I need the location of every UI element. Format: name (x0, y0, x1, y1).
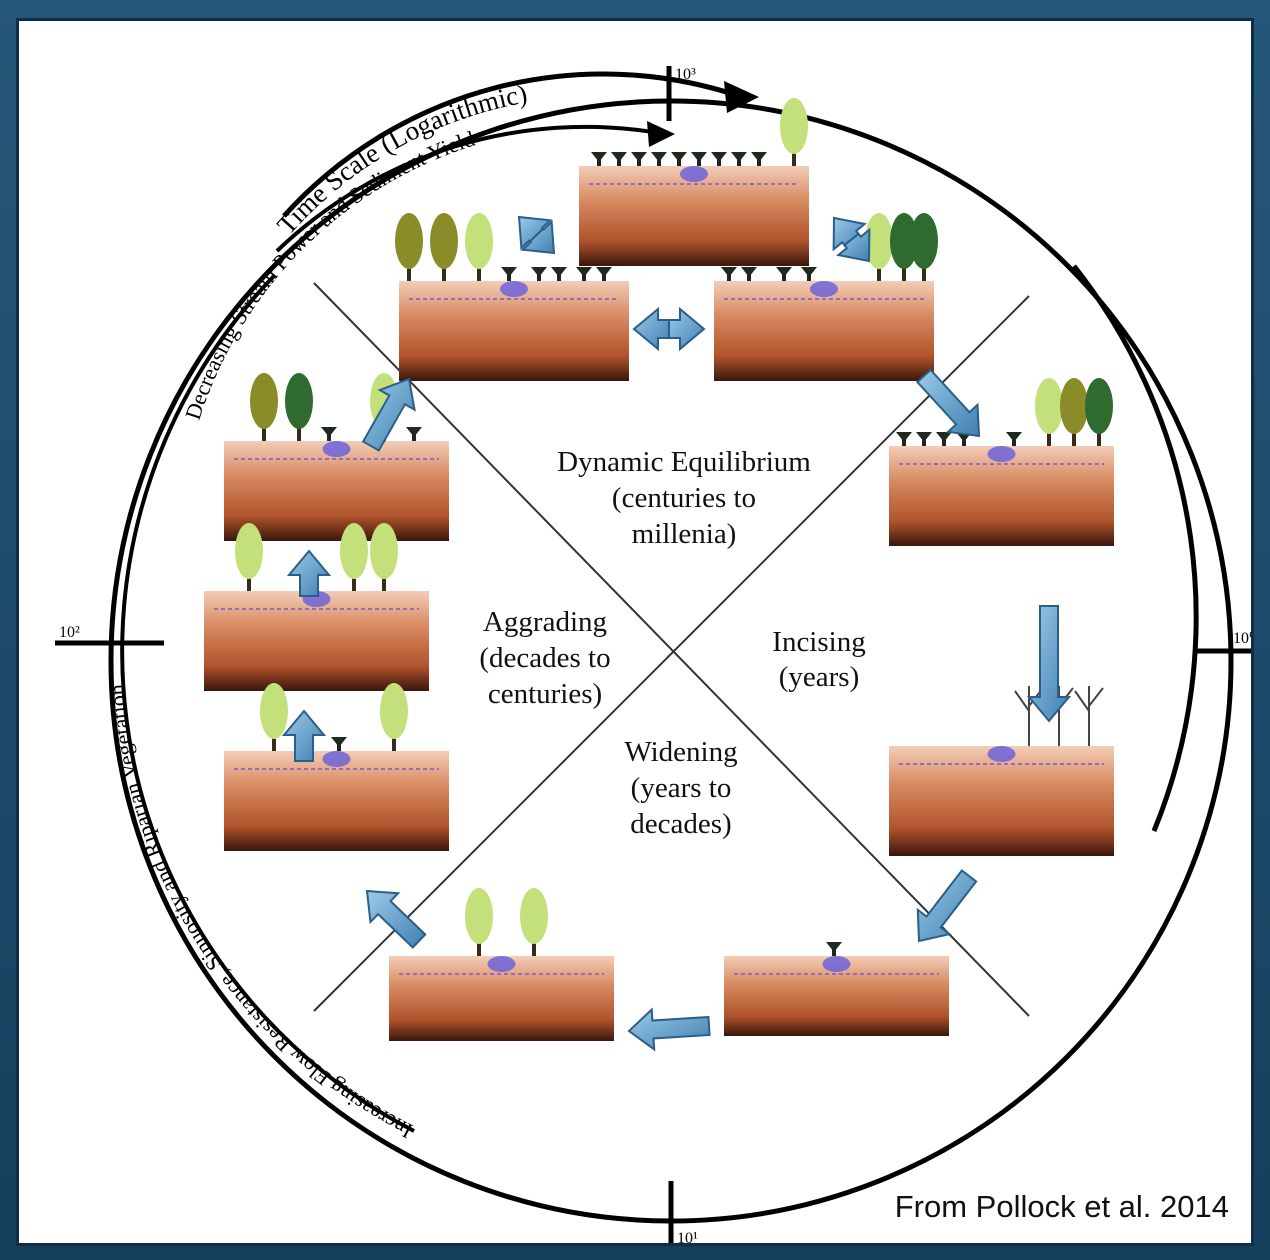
channel-evolution-diagram: 10³ 10² 10⁰ 10¹ Time Scale (Logarithmic)… (55, 66, 1254, 1246)
panel-bottom-right (724, 942, 949, 1036)
right-outer-arc (1072, 264, 1199, 832)
stage-dynamic-equilibrium-1: Dynamic Equilibrium (557, 446, 811, 478)
panel-left-1 (224, 373, 449, 541)
time-scale-arrowhead (724, 81, 759, 113)
source-credit: From Pollock et al. 2014 (894, 1189, 1229, 1224)
arrow-right-down (1026, 605, 1072, 723)
panel-left-3 (224, 683, 449, 851)
tick-label-right: 10⁰ (1233, 630, 1254, 647)
stage-aggrading-3: centuries) (488, 678, 602, 710)
arrow-top-left-double-b (517, 215, 553, 251)
stage-aggrading-2: (decades to (479, 642, 610, 674)
stage-incising-1: Incising (772, 626, 865, 658)
quadrant-line-1 (313, 282, 1030, 1017)
arrow-top-horizontal-b (668, 306, 706, 352)
time-scale-arc (282, 71, 740, 218)
diagram-panel: 10³ 10² 10⁰ 10¹ Time Scale (Logarithmic)… (16, 18, 1254, 1246)
panel-right-2 (889, 686, 1114, 856)
panel-top-left (395, 213, 629, 381)
stage-widening-2: (years to (631, 772, 732, 804)
arrow-top-horizontal-a (632, 306, 670, 352)
stage-widening-1: Widening (624, 736, 737, 768)
stream-power-arrowhead (647, 121, 675, 147)
arrow-to-right-1 (915, 368, 981, 438)
stream-power-arc (275, 124, 660, 253)
left-inner-arc (120, 274, 415, 1133)
panel-bottom-left (389, 888, 614, 1041)
stage-widening-3: decades) (630, 808, 731, 840)
arrow-to-bottom-right (916, 869, 978, 943)
arrow-top-right-double-b (836, 227, 871, 263)
arrow-to-left-3 (365, 889, 427, 949)
arrow-left-up-1 (281, 709, 327, 762)
quadrant-line-2 (313, 295, 1030, 1012)
stage-dynamic-equilibrium-2: (centuries to (612, 482, 756, 514)
panel-top-right (714, 213, 938, 381)
panel-left-2 (204, 523, 429, 691)
stage-incising-2: (years) (779, 661, 860, 693)
stage-dynamic-equilibrium-3: millenia) (632, 518, 737, 550)
stage-aggrading-1: Aggrading (483, 606, 607, 638)
flow-arrows (281, 215, 1072, 1052)
tick-label-bottom: 10¹ (677, 1230, 698, 1246)
tick-label-left: 10² (59, 624, 80, 641)
panel-right-1 (889, 378, 1114, 546)
arrow-left-up-2 (286, 549, 332, 597)
stage-panels (204, 98, 1114, 1041)
panel-top-center (579, 98, 809, 266)
arrow-bottom-left (627, 1007, 711, 1052)
arrow-to-top-left (361, 377, 416, 452)
